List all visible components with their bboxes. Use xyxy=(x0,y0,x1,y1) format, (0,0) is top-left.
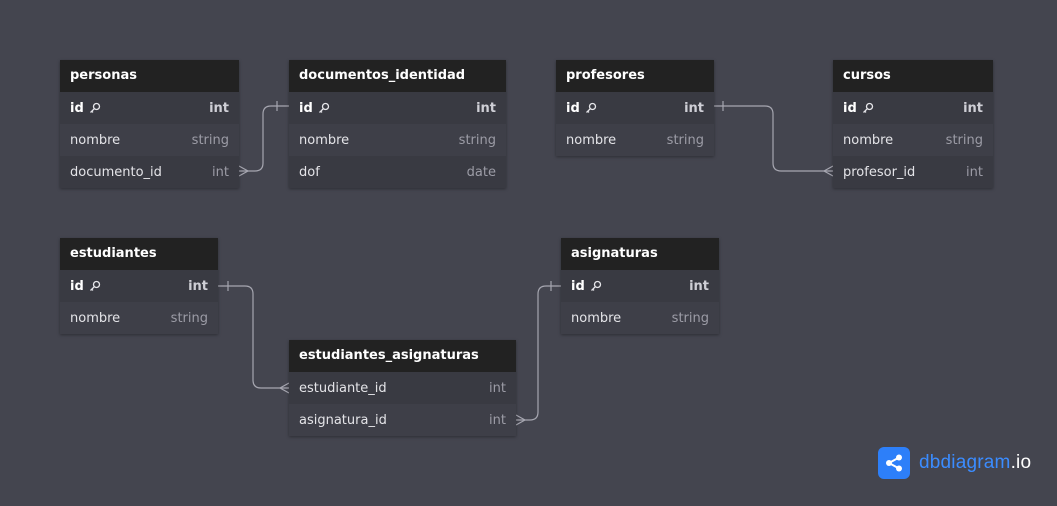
column-type: int xyxy=(209,100,229,116)
column-row[interactable]: nombre string xyxy=(60,302,218,334)
table-profesores[interactable]: profesores id int nombre string xyxy=(556,60,714,156)
column-row[interactable]: id int xyxy=(289,92,506,124)
column-row[interactable]: id int xyxy=(561,270,719,302)
column-name: dof xyxy=(299,164,320,180)
column-name: id xyxy=(70,278,84,294)
table-documentos-identidad[interactable]: documentos_identidad id int nombre strin… xyxy=(289,60,506,188)
column-row[interactable]: dof date xyxy=(289,156,506,188)
column-name-cell: id xyxy=(566,101,597,116)
column-type: string xyxy=(191,132,229,148)
column-name: id xyxy=(571,278,585,294)
table-header[interactable]: estudiantes_asignaturas xyxy=(289,340,516,372)
column-name: nombre xyxy=(843,132,894,148)
key-icon xyxy=(89,280,101,292)
column-name: nombre xyxy=(299,132,350,148)
column-type: date xyxy=(466,164,496,180)
column-name: profesor_id xyxy=(843,164,916,180)
share-nodes-icon xyxy=(878,447,910,479)
brand-name: dbdiagram.io xyxy=(919,452,1031,474)
column-name: documento_id xyxy=(70,164,162,180)
column-row[interactable]: asignatura_id int xyxy=(289,404,516,436)
column-type: int xyxy=(188,278,208,294)
many-marker xyxy=(238,165,250,177)
column-row[interactable]: id int xyxy=(833,92,993,124)
key-icon xyxy=(89,102,101,114)
column-row[interactable]: id int xyxy=(60,92,239,124)
table-personas[interactable]: personas id int nombre string documento_… xyxy=(60,60,239,188)
column-row[interactable]: nombre string xyxy=(289,124,506,156)
column-row[interactable]: estudiante_id int xyxy=(289,372,516,404)
relation-profesores-cursos xyxy=(713,105,833,172)
column-name-cell: id xyxy=(299,101,330,116)
column-row[interactable]: id int xyxy=(556,92,714,124)
column-name-cell: id xyxy=(70,279,101,294)
column-name-cell: id xyxy=(843,101,874,116)
table-asignaturas[interactable]: asignaturas id int nombre string xyxy=(561,238,719,334)
relation-estudiantes-ea xyxy=(218,285,289,389)
brand-tld: .io xyxy=(1010,452,1032,473)
column-row[interactable]: nombre string xyxy=(561,302,719,334)
key-icon xyxy=(585,102,597,114)
key-icon xyxy=(318,102,330,114)
column-type: int xyxy=(489,380,506,396)
column-name-cell: id xyxy=(70,101,101,116)
brand-wordmark: dbdiagram xyxy=(919,452,1011,473)
column-type: int xyxy=(966,164,983,180)
key-icon xyxy=(862,102,874,114)
relation-ea-asignaturas xyxy=(516,285,561,421)
brand-watermark[interactable]: dbdiagram.io xyxy=(878,447,1031,479)
column-name: nombre xyxy=(566,132,617,148)
column-name: id xyxy=(566,100,580,116)
column-name: id xyxy=(299,100,313,116)
table-header[interactable]: estudiantes xyxy=(60,238,218,270)
column-name: asignatura_id xyxy=(299,412,387,428)
column-name-cell: id xyxy=(571,279,602,294)
column-row[interactable]: nombre string xyxy=(60,124,239,156)
column-type: int xyxy=(489,412,506,428)
many-marker xyxy=(515,414,527,426)
column-name: nombre xyxy=(571,310,622,326)
table-cursos[interactable]: cursos id int nombre string profesor_id … xyxy=(833,60,993,188)
column-row[interactable]: documento_id int xyxy=(60,156,239,188)
column-type: int xyxy=(689,278,709,294)
table-estudiantes[interactable]: estudiantes id int nombre string xyxy=(60,238,218,334)
column-name: id xyxy=(70,100,84,116)
many-marker xyxy=(278,382,290,394)
many-marker xyxy=(822,165,834,177)
column-name: nombre xyxy=(70,132,121,148)
column-name: id xyxy=(843,100,857,116)
key-icon xyxy=(590,280,602,292)
column-row[interactable]: profesor_id int xyxy=(833,156,993,188)
table-estudiantes-asignaturas[interactable]: estudiantes_asignaturas estudiante_id in… xyxy=(289,340,516,436)
table-header[interactable]: cursos xyxy=(833,60,993,92)
table-header[interactable]: documentos_identidad xyxy=(289,60,506,92)
table-header[interactable]: profesores xyxy=(556,60,714,92)
column-row[interactable]: nombre string xyxy=(833,124,993,156)
table-header[interactable]: asignaturas xyxy=(561,238,719,270)
column-row[interactable]: id int xyxy=(60,270,218,302)
column-type: int xyxy=(212,164,229,180)
column-row[interactable]: nombre string xyxy=(556,124,714,156)
relation-personas-documentos xyxy=(239,105,289,172)
column-type: string xyxy=(671,310,709,326)
column-type: string xyxy=(945,132,983,148)
column-name: estudiante_id xyxy=(299,380,387,396)
column-type: int xyxy=(963,100,983,116)
column-name: nombre xyxy=(70,310,121,326)
column-type: string xyxy=(666,132,704,148)
column-type: string xyxy=(458,132,496,148)
column-type: int xyxy=(684,100,704,116)
column-type: int xyxy=(476,100,496,116)
table-header[interactable]: personas xyxy=(60,60,239,92)
column-type: string xyxy=(170,310,208,326)
